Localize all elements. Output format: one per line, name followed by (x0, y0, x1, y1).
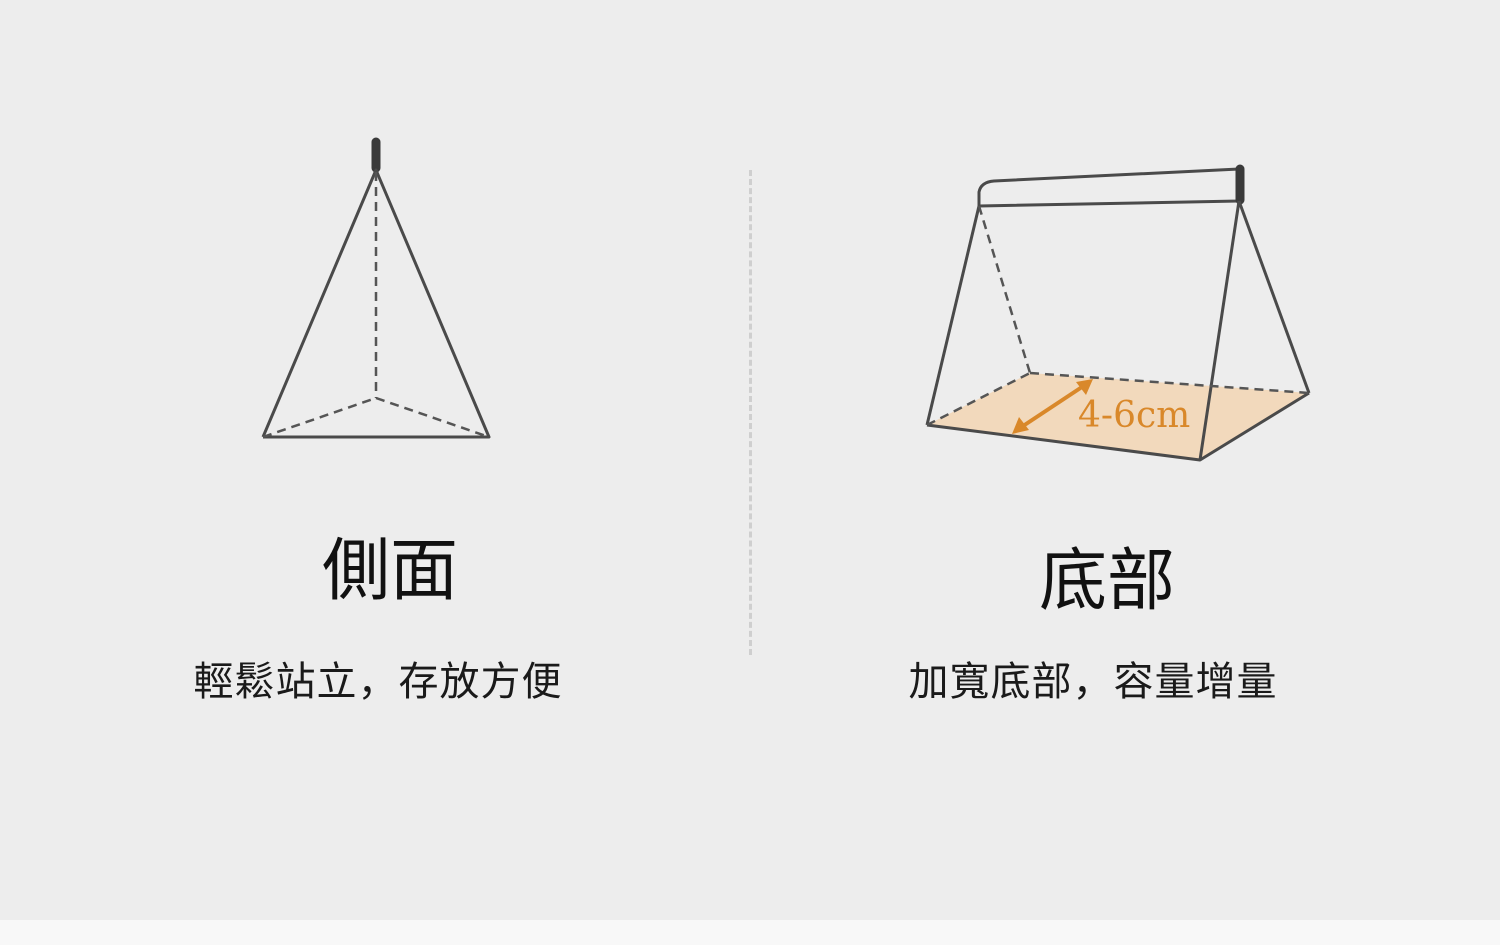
back-right-edge (1237, 200, 1311, 394)
dimension-arrowhead-start (1012, 417, 1029, 434)
hidden-edge-base-left (926, 371, 1031, 427)
front-right-edge (1198, 200, 1241, 461)
bottom-view-caption: 加寬底部，容量增量 (908, 659, 1278, 705)
top-rail (977, 167, 1241, 208)
bottom-view-figure: 4-6cm (925, 164, 1311, 462)
front-left-edge (925, 205, 981, 426)
side-view-figure (261, 137, 491, 439)
bottom-view-title: 底部 (1038, 542, 1175, 621)
dimension-label: 4-6cm (1078, 395, 1190, 436)
side-view-caption: 輕鬆站立，存放方便 (193, 659, 563, 705)
side-view-title: 側面 (321, 532, 458, 611)
dimension-line (1018, 383, 1087, 430)
side-outline (261, 168, 491, 439)
footer-strip (0, 920, 1500, 945)
dimension-arrowhead-end (1076, 379, 1093, 395)
base-fill (927, 373, 1309, 460)
hidden-edge-left (262, 396, 377, 439)
center-divider (749, 170, 752, 655)
hidden-edge-base-back (1029, 371, 1310, 395)
dimension-arrow (1012, 379, 1093, 434)
base-front-edges (926, 391, 1310, 462)
hidden-edge-back-left (977, 205, 1032, 374)
hidden-edge-right (375, 396, 490, 439)
